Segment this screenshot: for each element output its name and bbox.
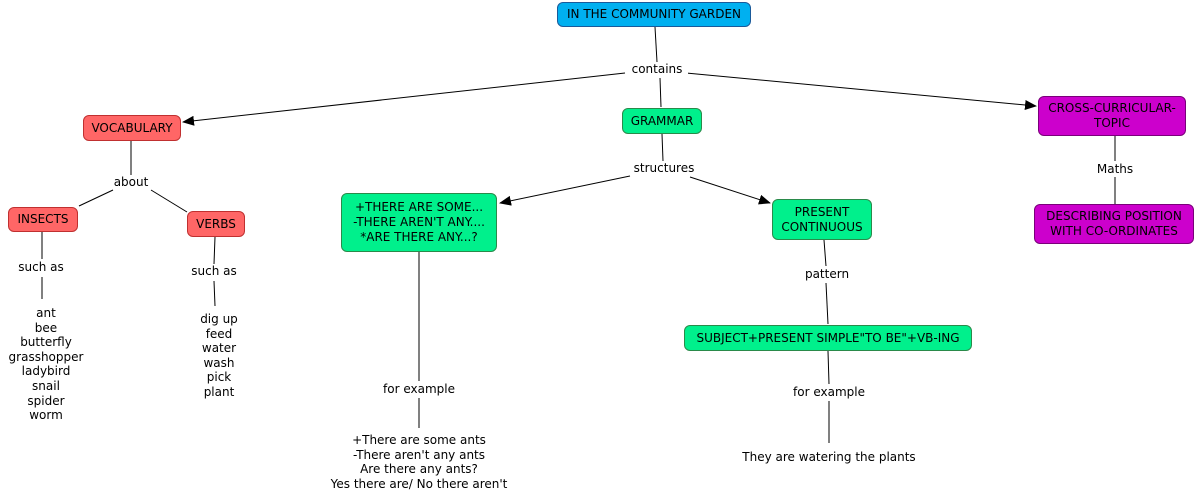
node-describing-position[interactable]: DESCRIBING POSITION WITH CO-ORDINATES [1034,204,1194,244]
node-insects[interactable]: INSECTS [8,207,78,232]
node-vocabulary[interactable]: VOCABULARY [83,115,181,141]
link-structures-there [499,175,631,206]
label-such-as-verbs: such as [185,264,243,278]
node-grammar[interactable]: GRAMMAR [622,108,702,134]
label-about: about [108,175,154,189]
label-pattern: pattern [798,267,856,281]
verbs-examples-list: dig up feed water wash pick plant [200,312,238,399]
label-such-as-insects: such as [12,260,70,274]
insects-examples-list: ant bee butterfly grasshopper ladybird s… [8,306,84,423]
node-verbs[interactable]: VERBS [187,211,245,237]
label-for-example-pc: for example [788,385,870,399]
node-root[interactable]: IN THE COMMUNITY GARDEN [557,2,751,27]
link-pattern-subject [825,282,829,325]
link-suchas-list-verbs [213,280,216,307]
link-root-contains [654,26,658,63]
present-continuous-example: They are watering the plants [742,450,916,464]
link-contains-cross [685,72,1037,110]
link-about-verbs [150,189,188,213]
node-cross-curricular-topic[interactable]: CROSS-CURRICULAR- TOPIC [1038,96,1186,136]
node-present-continuous[interactable]: PRESENT CONTINUOUS [772,199,872,240]
label-for-example-there: for example [378,382,460,396]
link-verbs-suchas [213,236,216,265]
link-subject-forexample [827,350,830,385]
label-contains: contains [626,62,688,76]
node-subject-pattern[interactable]: SUBJECT+PRESENT SIMPLE"TO BE"+VB-ING [684,325,972,351]
label-maths: Maths [1092,162,1138,176]
link-structures-pc [689,176,771,205]
node-there-are[interactable]: +THERE ARE SOME... -THERE AREN'T ANY....… [341,193,497,252]
link-pc-pattern [823,239,827,267]
there-are-example-sentences: +There are some ants -There aren't any a… [330,433,508,491]
link-grammar-structures [661,133,664,162]
label-structures: structures [628,161,700,175]
link-contains-grammar [659,77,662,108]
link-contains-vocabulary [182,72,626,126]
link-about-insects [78,189,114,207]
